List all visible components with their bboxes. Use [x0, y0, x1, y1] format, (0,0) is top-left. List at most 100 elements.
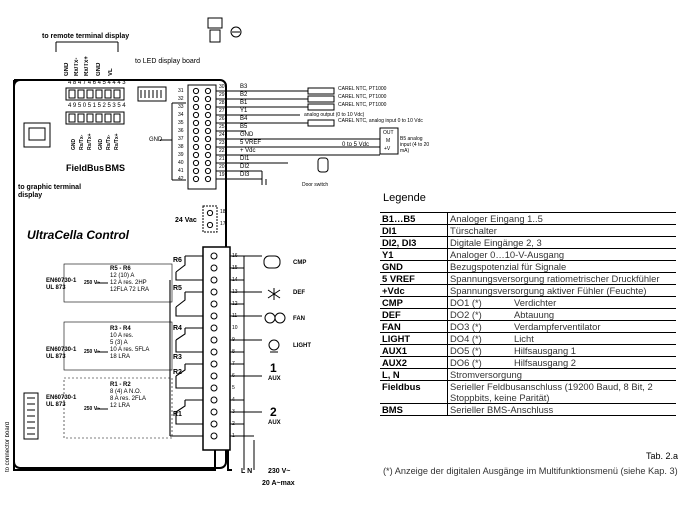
- controller-title: UltraCella Control: [27, 228, 130, 242]
- mains-plug-symbol: [207, 17, 242, 43]
- remote-pin: Rx/Tx+: [84, 56, 90, 76]
- upper-terminal-block: [187, 84, 217, 190]
- bms-label: BMS: [105, 163, 125, 173]
- sensor-label: CAREL NTC, PT1000: [338, 94, 387, 100]
- legend-title: Legende: [383, 192, 426, 204]
- header-pin-numbers-top: 484746454443: [68, 80, 128, 86]
- defrost-symbol: [267, 288, 281, 300]
- mains-current: 20 A~max: [262, 480, 295, 487]
- bus-pin: Rx/Tx-: [79, 134, 85, 150]
- b5-v-label: +V: [384, 146, 391, 152]
- door-switch-label: Door switch: [302, 182, 329, 188]
- power-terminal-block: [202, 246, 231, 451]
- fieldbus-label: FieldBus: [66, 163, 105, 173]
- rating-voltage: 250 V~: [84, 349, 100, 355]
- supply-terminal-number: 17: [220, 221, 226, 227]
- relay-group-r34: [63, 321, 173, 371]
- compressor-symbol: [263, 255, 281, 269]
- relay-group-r12: [63, 377, 173, 439]
- relay-label: R5: [173, 285, 182, 292]
- led-board-label: to LED display board: [135, 58, 200, 65]
- output-label-cmp: CMP: [293, 260, 307, 266]
- aux1-number: 1: [270, 361, 277, 375]
- output-label-def: DEF: [293, 290, 305, 296]
- mains-voltage: 230 V~: [268, 468, 291, 475]
- aux2-label: AUX: [268, 420, 281, 426]
- remote-pin: VL: [108, 68, 114, 76]
- aux1-label: AUX: [268, 376, 281, 382]
- header-pin-numbers-bottom: 495051525354: [68, 103, 128, 109]
- led-board-connector: [137, 86, 167, 102]
- relay-group-r56: [63, 263, 173, 303]
- connector-board-label: to connector board: [5, 421, 11, 472]
- table-caption: Tab. 2.a: [646, 451, 679, 461]
- supply-terminal-number: 18: [220, 209, 226, 215]
- bus-pin: Rx/Tx-: [106, 134, 112, 150]
- bus-pin: Rx/Tx+: [87, 133, 93, 150]
- relay-label: R1: [173, 411, 182, 418]
- rating-voltage: 250 V~: [84, 406, 100, 412]
- graphic-terminal-label: to graphic terminal display: [18, 184, 82, 199]
- supply-label: 24 Vac: [175, 217, 197, 224]
- door-switch: [317, 157, 329, 173]
- rj-socket: [23, 122, 51, 148]
- rating-voltage: 250 V~: [84, 280, 100, 286]
- b5-description: B5 analog input (4 to 20 mA): [400, 136, 430, 154]
- relay-label: R4: [173, 325, 182, 332]
- bus-pin: GND: [98, 138, 104, 150]
- remote-pin: Rx/Tx-: [74, 57, 80, 76]
- light-bulb-symbol: [268, 339, 280, 353]
- output-label-light: LIGHT: [293, 343, 311, 349]
- output-label-fan: FAN: [293, 316, 305, 322]
- legend-footnote: (*) Anzeige der digitalen Ausgänge im Mu…: [383, 466, 678, 476]
- sensor-label: CAREL NTC, analog input 0 to 10 Vdc: [338, 118, 423, 124]
- b5-out-label: OUT: [383, 130, 394, 136]
- supply-terminal-block: [202, 205, 218, 233]
- b5-transducer-box: [379, 127, 399, 155]
- bus-pin: Rx/Tx+: [114, 133, 120, 150]
- sensor-label: CAREL NTC, PT1000: [338, 86, 387, 92]
- sensor-label: CAREL NTC, PT1000: [338, 102, 387, 108]
- remote-pin: GND: [64, 62, 70, 76]
- relay-label: R6: [173, 257, 182, 264]
- sensor-label: analog output (0 to 10 Vdc): [304, 112, 365, 118]
- b5-m-label: M: [386, 138, 391, 144]
- remote-terminal-label: to remote terminal display: [42, 33, 130, 40]
- relay-label: R2: [173, 369, 182, 376]
- header-top-block: [65, 87, 125, 101]
- bus-pin: GND: [71, 138, 77, 150]
- b5-ratio-label: 0 to 5 Vdc: [342, 142, 370, 148]
- relay-label: R3: [173, 354, 182, 361]
- remote-pin: GND: [96, 62, 102, 76]
- header-bottom-block: [65, 111, 125, 125]
- gnd-label: GND: [149, 137, 163, 143]
- mains-ln-label: L N: [241, 468, 253, 475]
